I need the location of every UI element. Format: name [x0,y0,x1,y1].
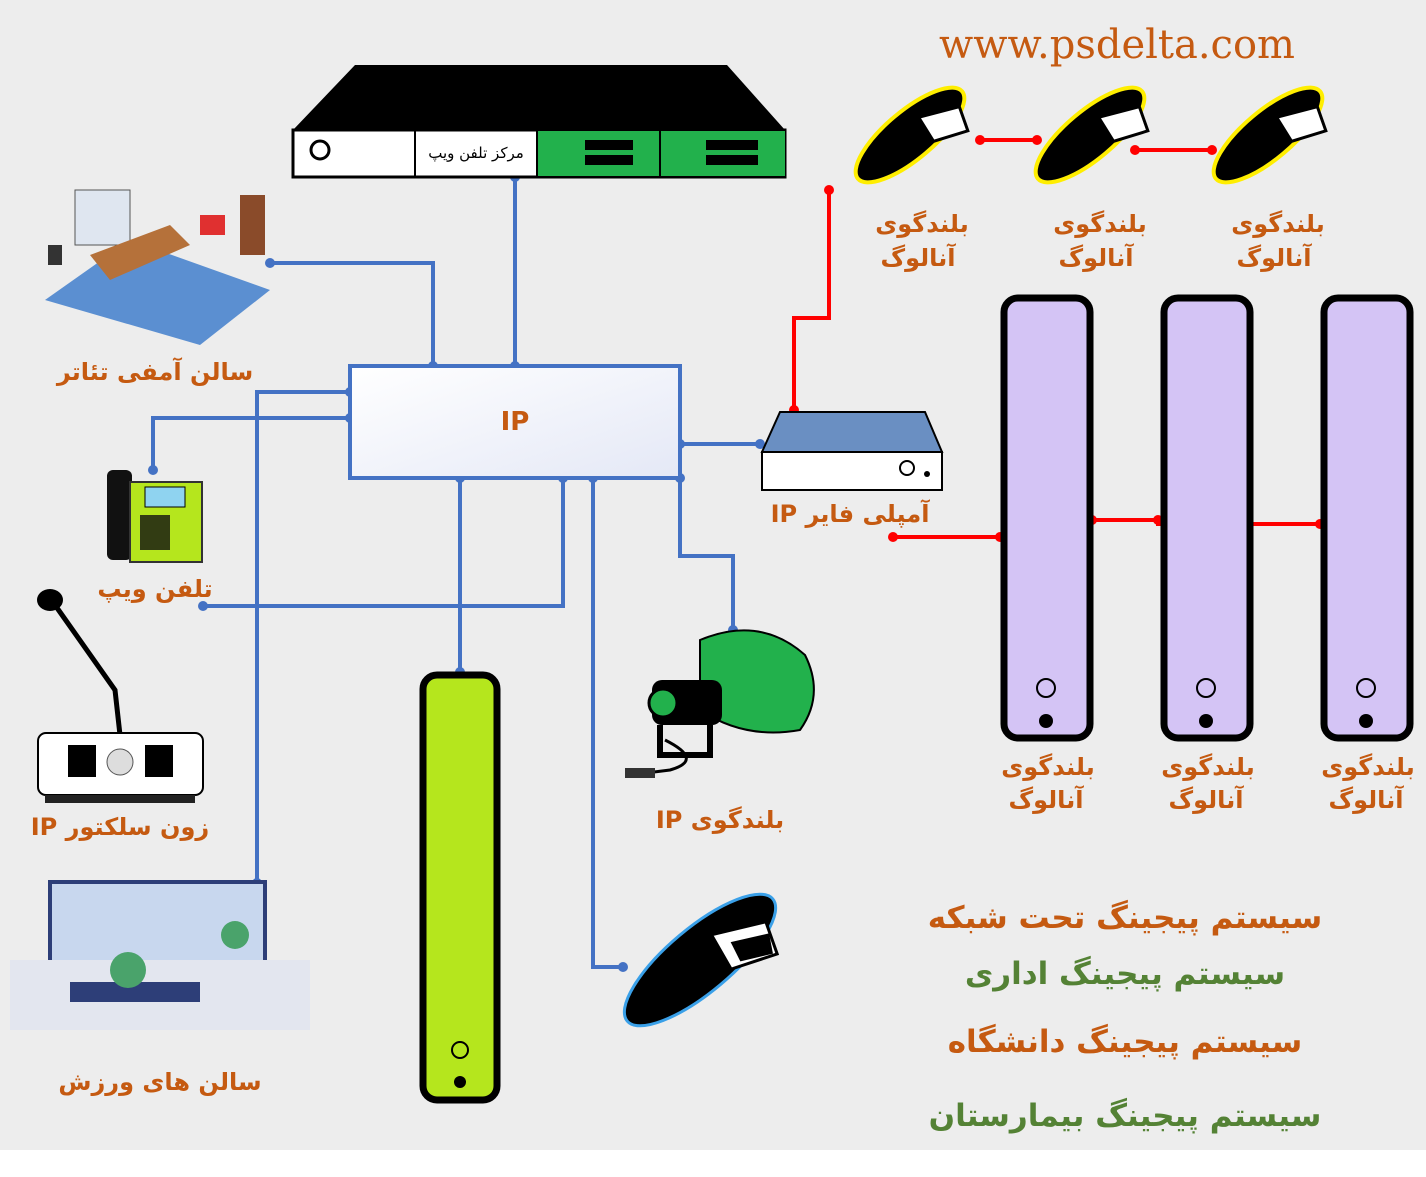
speaker-label-line1: بلندگوی [1161,753,1254,781]
hub-label: IP [501,407,530,437]
headline-office-paging: سیستم پیجینگ اداری [965,956,1285,992]
speaker-label-line1: بلندگوی [1231,210,1324,238]
ip-speaker-label: بلندگوی IP [656,806,784,834]
speaker-label-line2: آنالوگ [1169,785,1245,814]
headline-list: سیستم پیجینگ تحت شبکه سیستم پیجینگ اداری… [928,900,1322,1134]
switch-label: مرکز تلفن ویپ [428,144,524,163]
ip-column-speaker[interactable] [419,671,501,1104]
ip-amplifier[interactable] [760,411,944,491]
speaker-label-line2: آنالوگ [1237,243,1313,272]
analog-column-speaker-3[interactable] [1320,294,1414,742]
headline-university-paging: سیستم پیجینگ دانشگاه [948,1023,1303,1060]
ethernet-ports-icon [585,140,758,165]
analog-ceiling-speaker-1[interactable] [842,73,983,205]
analog-ceiling-speaker-2[interactable] [1022,73,1163,205]
analog-column-speaker-1[interactable] [1000,294,1094,742]
website-url[interactable]: www.psdelta.com [939,22,1295,68]
ip-network-hub[interactable]: IP [348,364,682,480]
headline-hospital-paging: سیستم پیجینگ بیمارستان [929,1098,1322,1134]
speaker-label-line2: آنالوگ [1059,243,1135,272]
logo-icon [451,1041,469,1059]
analog-column-speaker-2[interactable] [1160,294,1254,742]
sports-hall-illustration [10,880,310,1030]
voip-phone-label: تلفن ویپ [97,575,212,603]
speaker-label-line1: بلندگوی [875,210,968,238]
sports-hall-label: سالن های ورزش [58,1068,261,1096]
zone-selector-icon[interactable] [37,589,204,803]
logo-icon [309,139,331,161]
speaker-label-line2: آنالوگ [1009,785,1085,814]
theater-label: سالن آمفی تئاتر [56,357,253,386]
analog-column-speaker-labels: بلندگوی آنالوگ بلندگوی آنالوگ بلندگوی آن… [1001,753,1414,814]
speaker-label-line1: بلندگوی [1053,210,1146,238]
voip-pbx-switch[interactable]: مرکز تلفن ویپ [291,65,787,179]
zone-selector-label: زون سلکتور IP [31,813,209,841]
speaker-label-line2: آنالوگ [881,243,957,272]
theater-illustration [45,189,270,345]
speaker-label-line1: بلندگوی [1321,753,1414,781]
ceiling-speaker-ip[interactable] [607,874,802,1055]
analog-ceiling-speaker-labels: بلندگوی آنالوگ بلندگوی آنالوگ بلندگوی آن… [875,210,1324,272]
headline-network-paging: سیستم پیجینگ تحت شبکه [928,900,1322,936]
speaker-label-line2: آنالوگ [1329,785,1405,814]
ip-horn-speaker[interactable] [625,629,815,778]
logo-icon [899,460,915,476]
amplifier-label: آمپلی فایر IP [771,499,931,528]
analog-ceiling-speaker-3[interactable] [1200,73,1341,205]
voip-phone-icon[interactable] [107,470,203,563]
speaker-label-line1: بلندگوی [1001,753,1094,781]
